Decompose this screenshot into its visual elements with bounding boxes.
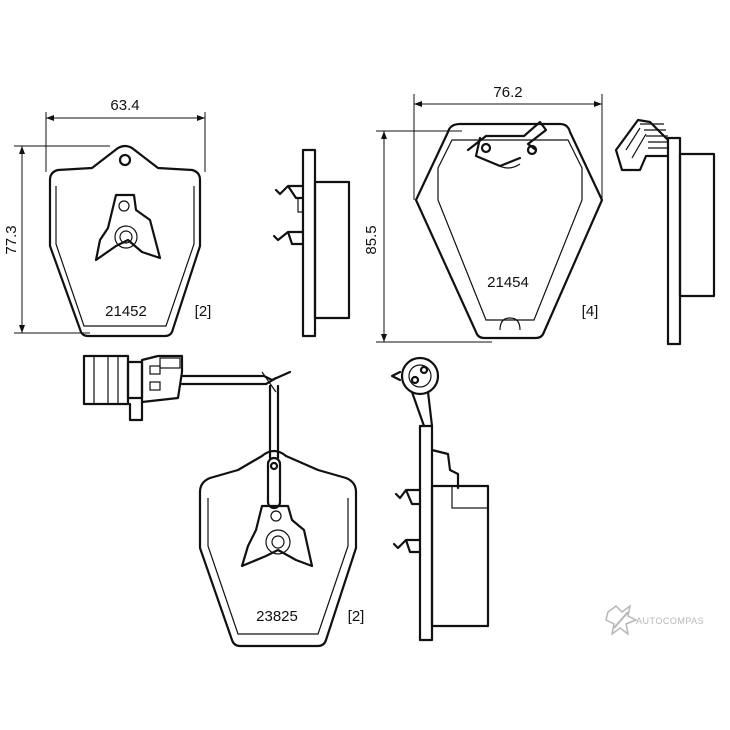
pad2-width-dimension: 76.2 — [413, 84, 603, 200]
pad-23825: 23825 [2] — [198, 449, 365, 648]
autocompas-watermark: AUTOCOMPAS — [605, 604, 704, 636]
pad-21452: 63.4 77.3 21452 [2] — [3, 97, 212, 338]
wear-sensor-wire — [180, 370, 292, 460]
pad3-outline — [198, 449, 358, 648]
pad3-part-number: 23825 — [256, 608, 298, 625]
pad3-spring-clip — [240, 504, 314, 568]
pad1-side-view — [272, 148, 351, 338]
pad1-width-label: 63.4 — [110, 97, 139, 114]
autocompas-logo-icon — [605, 604, 638, 636]
pad2-side-view — [614, 118, 716, 346]
pad3-quantity: [2] — [348, 608, 365, 625]
pad1-spring-clip — [94, 193, 162, 262]
pad1-quantity: [2] — [195, 303, 212, 320]
pad1-width-dimension: 63.4 — [45, 97, 206, 172]
watermark-text: AUTOCOMPAS — [636, 616, 704, 626]
pad1-part-number: 21452 — [105, 303, 147, 320]
pad2-outline — [414, 122, 604, 340]
pad2-width-label: 76.2 — [493, 84, 522, 101]
pad2-height-label: 85.5 — [363, 225, 380, 254]
pad1-outline — [48, 144, 202, 338]
pad-21454: 76.2 85.5 21454 [4] — [363, 84, 604, 343]
pad1-height-dimension: 77.3 — [3, 145, 110, 334]
pad2-part-number: 21454 — [487, 274, 529, 291]
pad2-height-dimension: 85.5 — [363, 130, 492, 343]
pad3-side-view — [390, 356, 490, 642]
pad2-wear-sensor-clip — [466, 120, 548, 169]
pad1-height-label: 77.3 — [3, 225, 20, 254]
wear-sensor-connector — [82, 354, 184, 422]
pad2-quantity: [4] — [582, 303, 599, 320]
